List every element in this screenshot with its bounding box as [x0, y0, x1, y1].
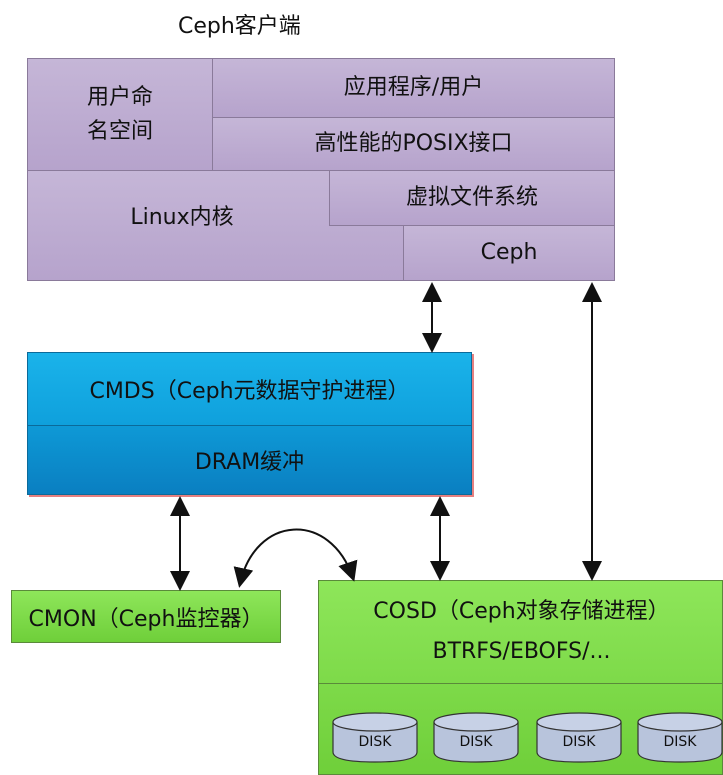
arrow-cmon-cosd-curve [233, 528, 358, 588]
user-namespace-box: 用户命 名空间 [27, 58, 213, 171]
ceph-client-stack: 用户命 名空间 应用程序/用户 高性能的POSIX接口 Linux内核 虚拟文件… [27, 58, 615, 281]
disk-group: DISK DISK DISK DISK [332, 712, 723, 763]
disk-label-1: DISK [359, 734, 393, 750]
disk-2: DISK [433, 712, 519, 763]
disk-3: DISK [536, 712, 622, 763]
cmds-label: CMDS（Ceph元数据守护进程） [28, 353, 471, 425]
cmon-box: CMON（Ceph监控器） [11, 590, 281, 643]
cosd-filesystem-label: BTRFS/EBOFS/... [432, 638, 611, 664]
app-user-box: 应用程序/用户 [212, 58, 615, 118]
disk-1: DISK [332, 712, 418, 763]
disk-label-2: DISK [460, 734, 494, 750]
cosd-label: COSD（Ceph对象存储进程） [373, 599, 670, 624]
cosd-divider [319, 683, 723, 684]
disk-label-4: DISK [664, 734, 698, 750]
dram-cache-label: DRAM缓冲 [28, 426, 471, 494]
disk-4: DISK [637, 712, 723, 763]
linux-kernel-label: Linux内核 [130, 205, 234, 230]
cmds-divider [28, 425, 471, 426]
client-title: Ceph客户端 [178, 14, 301, 39]
disk-label-3: DISK [563, 734, 597, 750]
cmds-box: CMDS（Ceph元数据守护进程） DRAM缓冲 [27, 352, 472, 495]
vfs-box: 虚拟文件系统 [329, 170, 615, 226]
ceph-module-box: Ceph [403, 225, 615, 281]
